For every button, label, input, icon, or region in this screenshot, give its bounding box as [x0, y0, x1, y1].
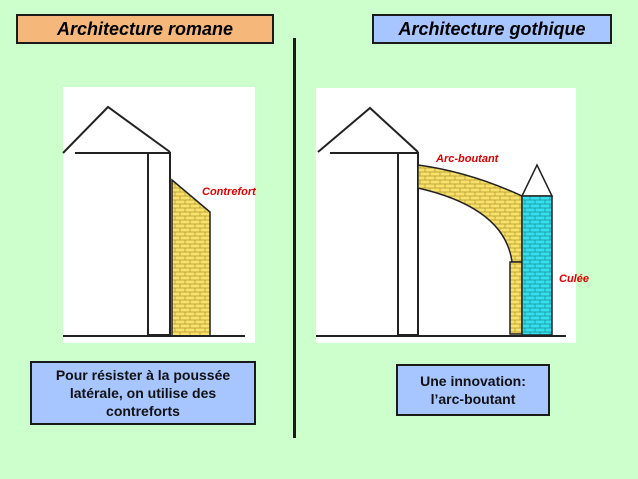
title-romanesque: Architecture romane: [16, 14, 274, 44]
culee-buttress: [521, 195, 553, 336]
wall: [147, 152, 171, 336]
romanesque-drawing: [62, 87, 255, 343]
gothic-drawing: [316, 88, 576, 343]
divider-line: [293, 38, 296, 438]
roof-line: [317, 106, 419, 153]
caption-gothic: Une innovation: l’arc-boutant: [396, 364, 550, 416]
label-contrefort: Contrefort: [202, 186, 257, 198]
caption-romanesque: Pour résister à la poussée latérale, on …: [30, 361, 256, 425]
wall: [397, 152, 419, 336]
title-gothic: Architecture gothique: [372, 14, 612, 44]
arc-pier: [509, 261, 523, 335]
roof-line: [62, 105, 171, 154]
label-arc-boutant: Arc-boutant: [435, 153, 500, 165]
label-culee: Culée: [559, 273, 589, 285]
